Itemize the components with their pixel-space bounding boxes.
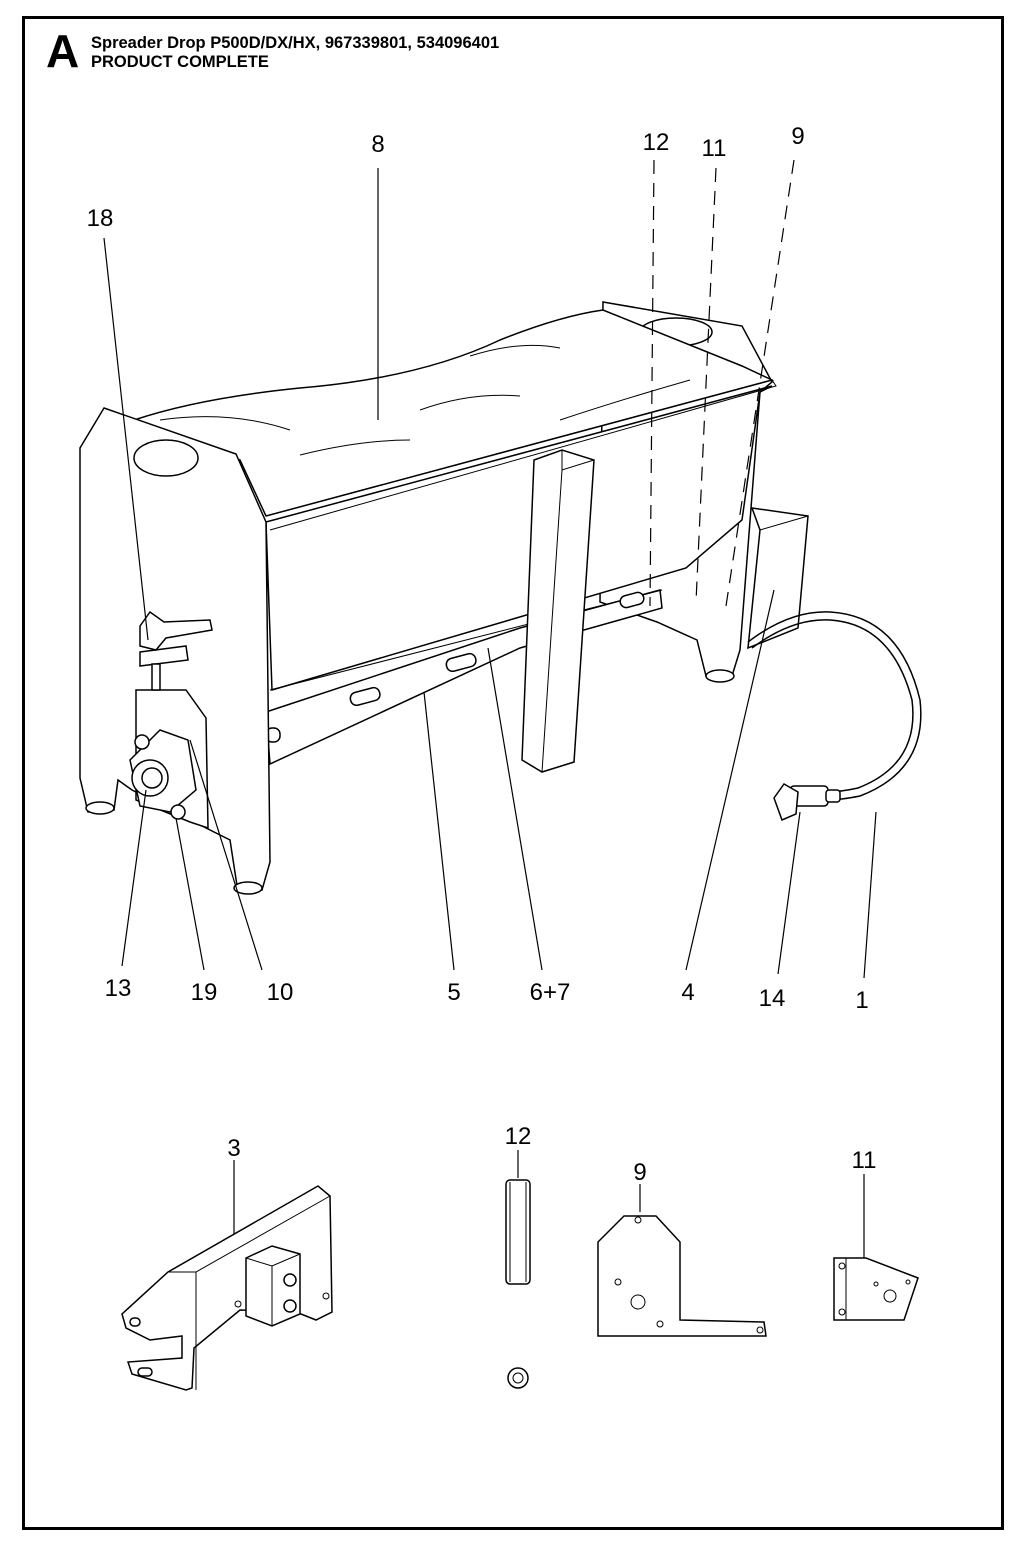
diagram-subtitle: PRODUCT COMPLETE: [91, 53, 269, 71]
title-block: Spreader Drop P500D/DX/HX, 967339801, 53…: [91, 34, 499, 72]
bolt-19: [170, 804, 186, 820]
bolt-19-top: [134, 734, 150, 750]
hopper-lid: [131, 309, 775, 517]
callout-8: 8: [371, 131, 384, 158]
left-handle-hole: [133, 439, 199, 477]
part-3-mounting-bracket: [121, 1185, 333, 1391]
callout-labels: 8 12 11 9 18 13 19 10 5 6+7 4 14 1 3 12 …: [87, 123, 877, 1186]
clamp-handle: [139, 610, 213, 691]
part-9-plate: [597, 1215, 767, 1337]
callout-13: 13: [105, 975, 132, 1002]
callout-9-detail: 9: [633, 1159, 646, 1186]
plug-14: [773, 783, 841, 822]
callout-18: 18: [87, 205, 114, 232]
callout-5: 5: [447, 979, 460, 1006]
callout-6-7: 6+7: [530, 979, 571, 1006]
callout-12-detail: 12: [505, 1123, 532, 1150]
agitator-pegs: [265, 591, 645, 743]
motor-box: [747, 507, 809, 650]
callout-1: 1: [855, 987, 868, 1014]
callout-19: 19: [191, 979, 218, 1006]
callout-9: 9: [791, 123, 804, 150]
section-letter: A: [46, 25, 80, 77]
callout-4: 4: [681, 979, 694, 1006]
callout-11-detail: 11: [852, 1147, 877, 1174]
power-cable: [747, 611, 922, 801]
callout-3: 3: [227, 1135, 240, 1162]
callout-12: 12: [643, 129, 670, 156]
spreader-assembly: [79, 301, 922, 895]
part-12-sleeve: [505, 1179, 531, 1389]
callout-14: 14: [759, 985, 786, 1012]
callout-10: 10: [267, 979, 294, 1006]
page-frame: [22, 16, 1004, 1530]
part-11-plate: [833, 1257, 919, 1321]
center-post: [521, 449, 595, 773]
diagram-title: Spreader Drop P500D/DX/HX, 967339801, 53…: [91, 34, 500, 52]
leader-lines: [103, 159, 877, 1258]
callout-11: 11: [702, 135, 727, 162]
